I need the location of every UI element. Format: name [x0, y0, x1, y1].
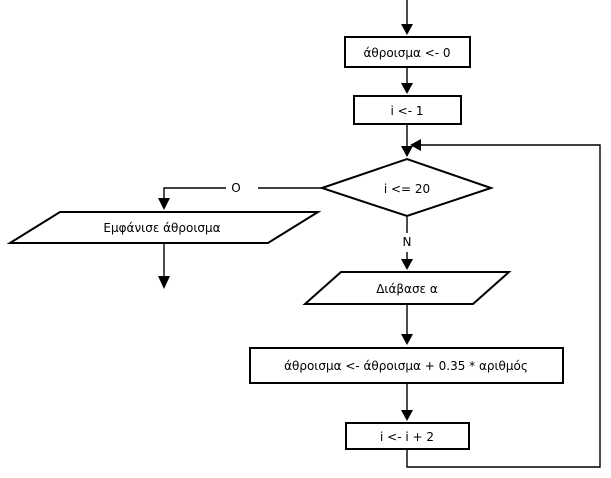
process-increment: i <- i + 2	[345, 422, 470, 450]
output-label: Εμφάνισε άθροισμα	[103, 221, 220, 235]
increment-label: i <- i + 2	[380, 430, 434, 444]
output-sum-box: Εμφάνισε άθροισμα	[6, 211, 322, 244]
process-init-i: i <- 1	[353, 95, 462, 125]
accumulate-label: άθροισμα <- άθροισμα + 0.35 * αριθμός	[284, 359, 528, 373]
process-init-sum: άθροισμα <- 0	[344, 36, 471, 68]
arrow-to-decision	[401, 146, 413, 157]
arrow-loop-back	[410, 139, 421, 151]
process-accumulate: άθροισμα <- άθροισμα + 0.35 * αριθμός	[249, 347, 564, 384]
init-sum-label: άθροισμα <- 0	[363, 46, 450, 60]
flow-line-false-left	[163, 187, 226, 199]
arrow-to-input	[401, 259, 413, 270]
flow-line-loop-back	[406, 144, 601, 468]
decision-loop-condition: i <= 20	[318, 157, 495, 218]
arrow-to-accumulate	[401, 334, 413, 345]
init-i-label: i <- 1	[391, 104, 424, 118]
decision-condition-label: i <= 20	[384, 182, 430, 196]
arrow-exit	[158, 276, 170, 289]
arrow-to-increment	[401, 410, 413, 421]
input-label: Διάβασε α	[376, 282, 438, 296]
true-branch-label: Ν	[403, 235, 412, 249]
arrow-to-init-i	[401, 83, 413, 94]
arrow-to-output	[158, 198, 170, 210]
arrow-to-init-sum	[401, 24, 413, 35]
input-read-box: Διάβασε α	[302, 271, 512, 305]
false-branch-label: Ο	[231, 181, 240, 195]
